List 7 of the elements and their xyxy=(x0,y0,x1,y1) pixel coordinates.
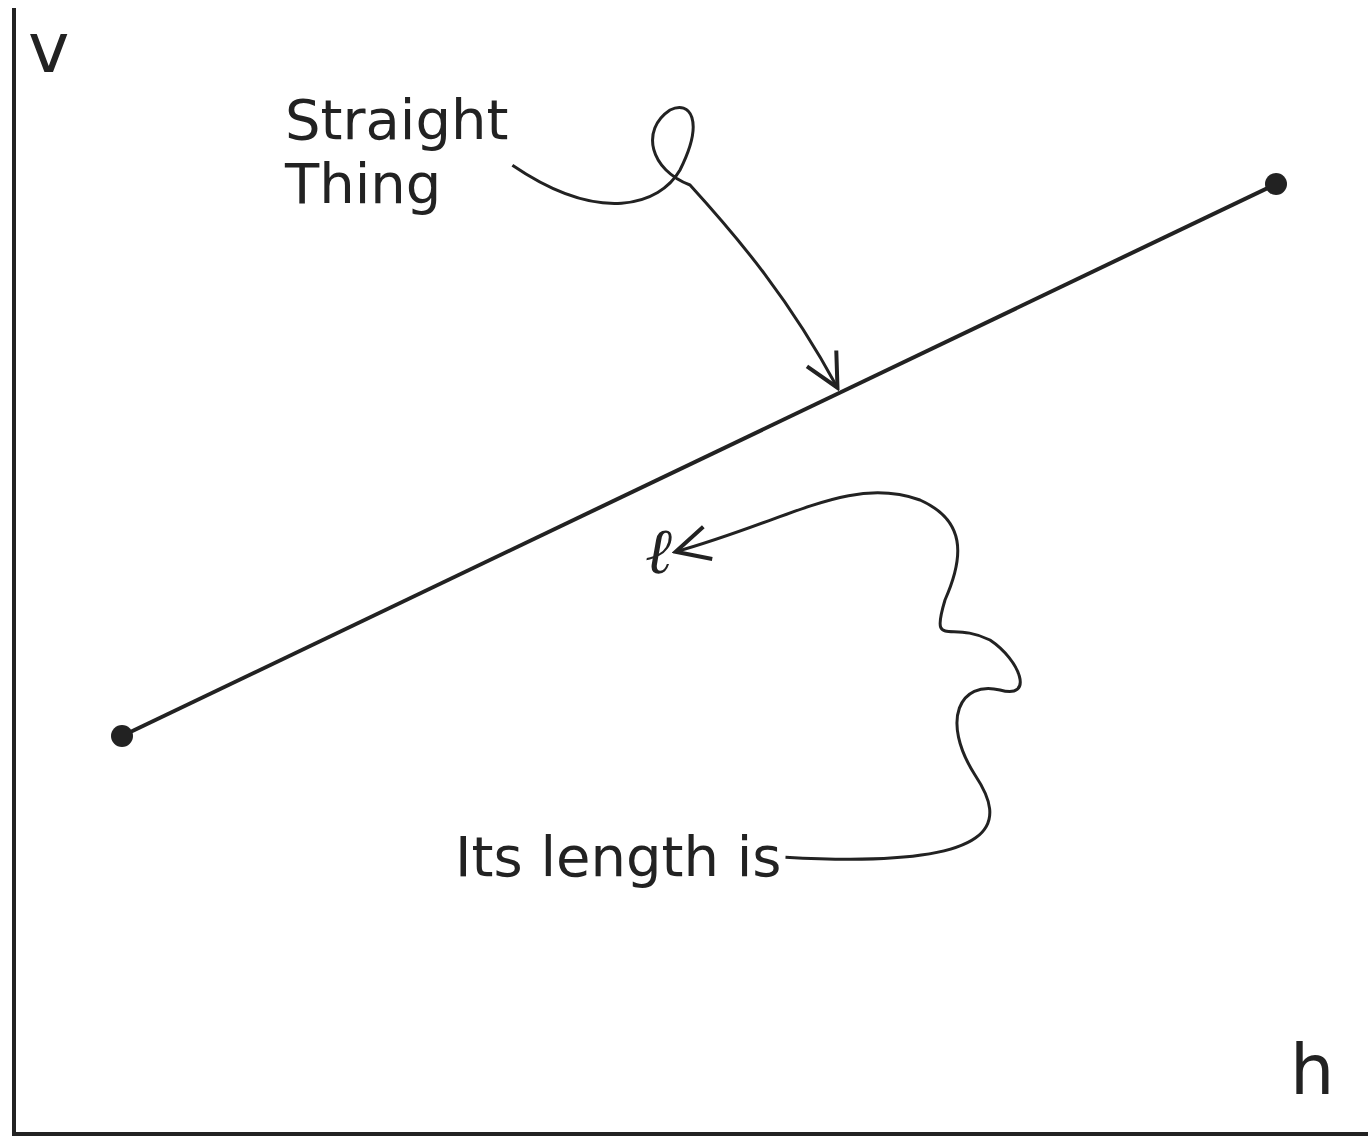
handwritten-label: Straight Thing xyxy=(285,88,509,217)
axis-label: h xyxy=(1290,1030,1335,1111)
leader-arrow xyxy=(511,106,840,390)
axis-label: v xyxy=(28,8,70,89)
leader-arrow xyxy=(673,491,1022,861)
length-symbol: ℓ xyxy=(645,515,672,589)
handwritten-label: Its length is xyxy=(455,825,782,890)
